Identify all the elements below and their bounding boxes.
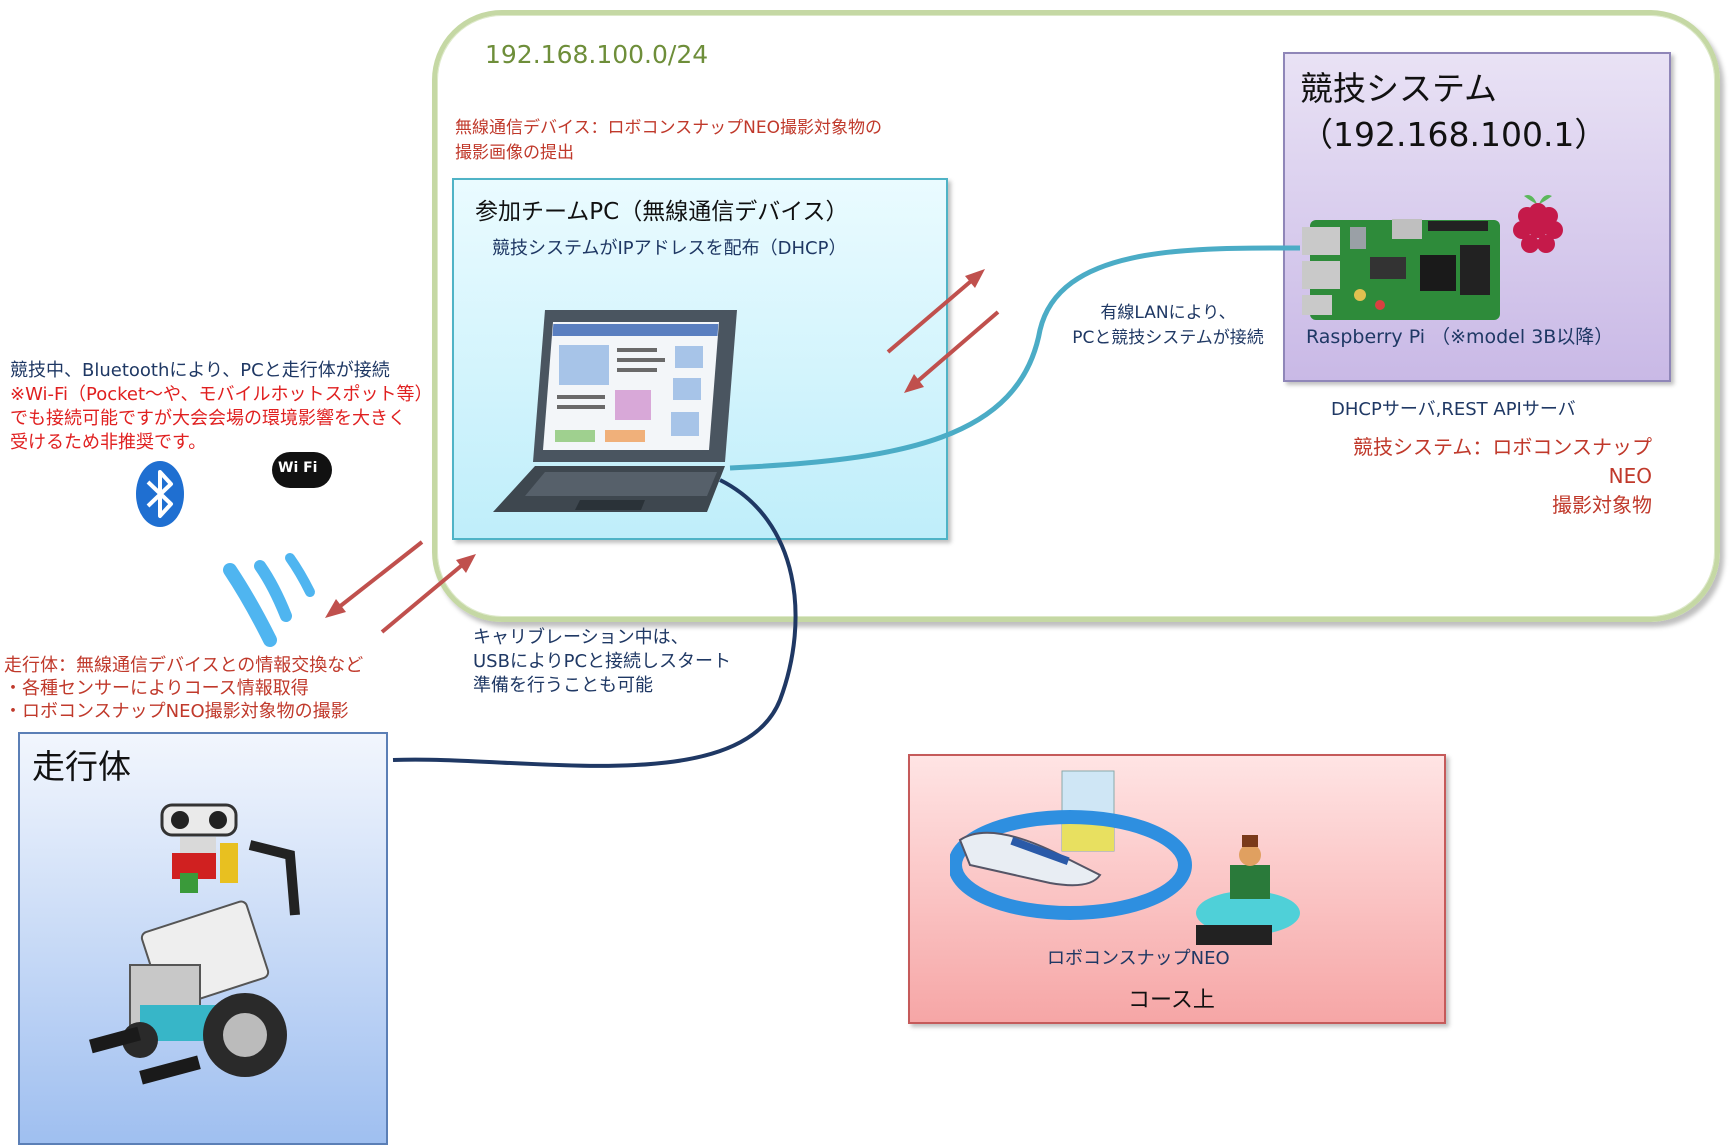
arrow-pc-to-system-head xyxy=(965,269,985,288)
robot-note: 走行体：無線通信デバイスとの情報交換など ・各種センサーによりコース情報取得 ・… xyxy=(4,654,363,723)
course-objects-image xyxy=(950,770,1300,945)
robot-image xyxy=(89,803,300,1085)
system-box xyxy=(1283,52,1671,382)
arrow-pc-to-system xyxy=(886,274,979,354)
usb-cable-line xyxy=(392,478,798,768)
wired-lan-line2: PCと競技システムが接続 xyxy=(1072,328,1264,348)
pc-subtitle: 競技システムがIPアドレスを配布（DHCP） xyxy=(492,238,847,259)
lan-cable-line xyxy=(729,245,1301,471)
robot-title: 走行体 xyxy=(32,747,131,786)
bluetooth-note: 競技中、Bluetoothにより、PCと走行体が接続 ※Wi-Fi（Pocket… xyxy=(10,359,433,455)
raspberry-logo-icon xyxy=(1513,195,1563,253)
usb-note: キャリブレーション中は、 USBによりPCと接続しスタート 準備を行うことも可能 xyxy=(473,626,731,698)
bluetooth-note-line4: 受けるため非推奨です。 xyxy=(10,432,207,453)
system-note-line2: 撮影対象物 xyxy=(1552,493,1652,517)
subnet-label: 192.168.100.0/24 xyxy=(485,40,709,69)
system-servers: DHCPサーバ,REST APIサーバ xyxy=(1331,399,1576,420)
laptop-icon xyxy=(493,310,737,512)
usb-note-line3: 準備を行うことも可能 xyxy=(473,675,653,696)
wireless-note-line2: 撮影画像の提出 xyxy=(455,143,574,163)
raspberry-pi-label: Raspberry Pi （※model 3B以降） xyxy=(1306,326,1614,348)
wireless-note: 無線通信デバイス：ロボコンスナップNEO撮影対象物の 撮影画像の提出 xyxy=(455,116,882,166)
pc-title: 参加チームPC（無線通信デバイス） xyxy=(475,199,849,225)
bluetooth-note-line2: ※Wi-Fi（Pocket～や、モバイルホットスポット等） xyxy=(10,384,433,405)
arrow-robot-to-pc-head xyxy=(456,554,476,573)
wireless-signal-icon xyxy=(223,553,315,647)
wifi-logo-icon: Wi Fi xyxy=(272,452,332,488)
wired-lan-note: 有線LANにより、 PCと競技システムが接続 xyxy=(1058,301,1278,351)
course-title: コース上 xyxy=(1128,988,1215,1013)
arrow-pc-to-robot xyxy=(332,540,424,613)
network-zone xyxy=(432,10,1720,622)
system-title-line1: 競技システム xyxy=(1300,69,1498,108)
usb-note-line2: USBによりPCと接続しスタート xyxy=(473,651,732,672)
snap-neo-label: ロボコンスナップNEO xyxy=(1047,948,1230,969)
arrow-system-to-pc xyxy=(910,310,1000,388)
arrow-system-to-pc-head xyxy=(904,374,924,393)
raspberry-pi-board-icon xyxy=(1302,219,1500,320)
usb-note-line1: キャリブレーション中は、 xyxy=(473,627,689,648)
bluetooth-note-line1: 競技中、Bluetoothにより、PCと走行体が接続 xyxy=(10,360,390,381)
wireless-note-line1: 無線通信デバイス：ロボコンスナップNEO撮影対象物の xyxy=(455,118,882,138)
system-note: 競技システム：ロボコンスナップNEO 撮影対象物 xyxy=(1310,433,1652,520)
arrow-robot-to-pc xyxy=(380,559,469,634)
wifi-logo-text: Wi Fi xyxy=(278,460,318,476)
system-note-line1: 競技システム：ロボコンスナップNEO xyxy=(1353,435,1652,488)
system-title-line2: （192.168.100.1） xyxy=(1300,115,1608,154)
arrow-pc-to-robot-head xyxy=(325,599,346,618)
bluetooth-icon xyxy=(136,461,184,527)
bluetooth-note-line3: でも接続可能ですが大会会場の環境影響を大きく xyxy=(10,408,406,429)
wired-lan-line1: 有線LANにより、 xyxy=(1100,303,1236,323)
robot-note-line1: 走行体：無線通信デバイスとの情報交換など xyxy=(4,655,364,676)
robot-note-line2: ・各種センサーによりコース情報取得 xyxy=(4,678,309,699)
robot-note-line3: ・ロボコンスナップNEO撮影対象物の撮影 xyxy=(4,701,349,722)
